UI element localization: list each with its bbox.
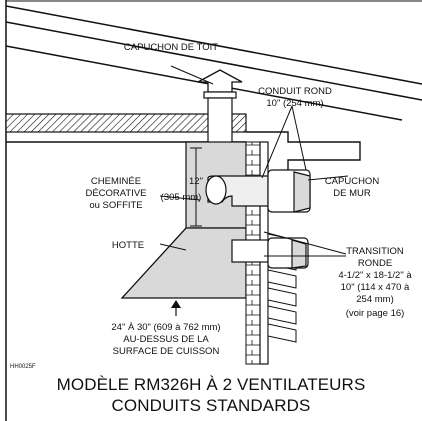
label-wall-cap-line2: DE MUR [333,188,371,199]
label-chimney-line3: ou SOFFITE [89,200,142,211]
dimension-12in [190,147,202,227]
label-transition-line4: 10" (114 x 470 à [341,282,410,293]
upper-round-duct [205,169,311,213]
lower-transition-duct [231,237,309,269]
label-dimension-inch: 12" [189,176,203,187]
label-round-duct-line2: 10" (254 mm) [266,98,323,109]
label-height-line3: SURFACE DE CUISSON [113,346,220,357]
label-chimney-line1: CHEMINÉE [91,176,141,187]
range-hood [120,227,247,299]
roof-cap [197,69,243,99]
diagram-labels: CAPUCHON DE TOIT CONDUIT ROND 10" (254 m… [10,42,412,370]
label-wall-cap-line1: CAPUCHON [325,176,380,187]
figure-title-line1: MODÈLE RM326H À 2 VENTILATEURS [56,375,366,394]
soffit-outline [246,131,361,172]
label-height-line2: AU-DESSUS DE LA [123,334,209,345]
label-transition-line1: TRANSITION [346,246,404,257]
label-chimney-line2: DÉCORATIVE [85,188,146,199]
height-arrow [171,300,181,316]
label-figure-code: HH0025F [10,364,36,370]
ceiling-hatch [5,113,247,133]
label-transition-line6: (voir page 16) [346,308,405,319]
label-transition-line2: RONDE [358,258,392,269]
label-transition-line5: 254 mm) [356,294,393,305]
label-transition-line3: 4-1/2" x 18-1/2" à [338,270,412,281]
leader-lines [159,65,349,257]
label-roof-cap: CAPUCHON DE TOIT [124,42,218,53]
label-dimension-mm: (305 mm) [161,192,202,203]
label-hood: HOTTE [112,240,144,251]
figure-title-line2: CONDUITS STANDARDS [111,396,311,415]
roof [5,5,422,121]
label-height-line1: 24" À 30" (609 à 762 mm) [111,322,220,333]
label-round-duct-line1: CONDUIT ROND [258,86,332,97]
